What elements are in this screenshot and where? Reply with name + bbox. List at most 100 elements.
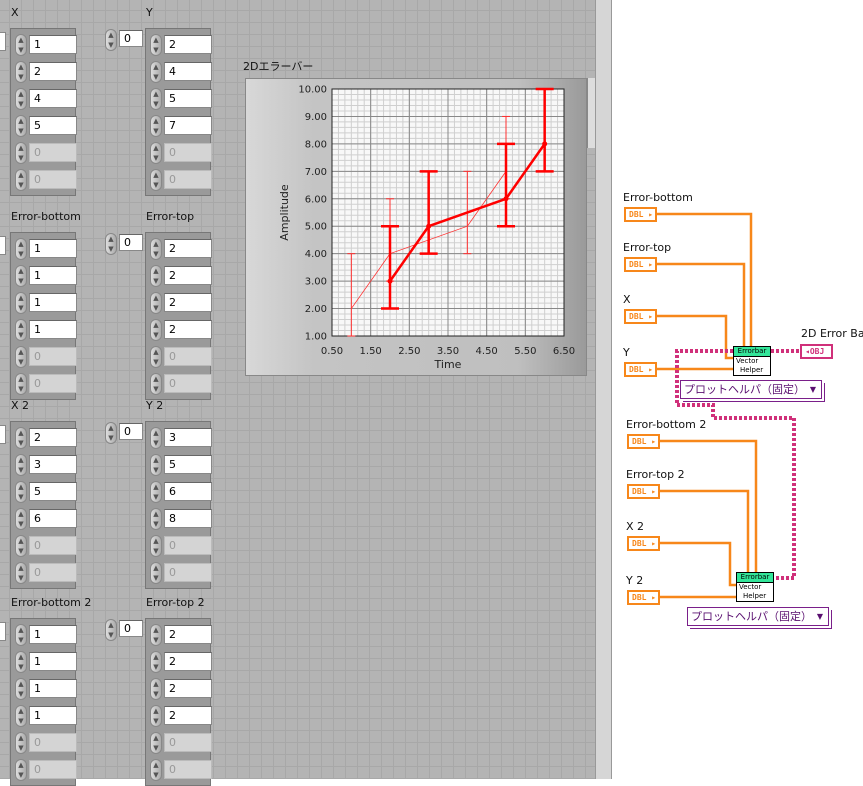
dbl-terminal[interactable]: DBL ▸ [624,362,657,377]
numeric-field[interactable]: 0 [164,733,212,752]
increment-decrement-icon[interactable]: ▲▼ [15,678,27,700]
increment-decrement-icon[interactable]: ▲▼ [150,562,162,584]
numeric-field[interactable]: 2 [164,35,212,54]
numeric-field[interactable]: 0 [29,563,77,582]
increment-decrement-icon[interactable]: ▲▼ [150,759,162,781]
obj-indicator-terminal[interactable]: ◂OBJ [800,344,833,359]
increment-decrement-icon[interactable]: ▲▼ [150,508,162,530]
numeric-field[interactable]: 2 [164,706,212,725]
panel-scrollbar[interactable] [587,78,595,148]
numeric-field[interactable]: 2 [164,293,212,312]
numeric-field[interactable]: 0 [29,143,77,162]
increment-decrement-icon[interactable]: ▲▼ [150,319,162,341]
increment-decrement-icon[interactable]: ▲▼ [15,562,27,584]
array-index-stub[interactable] [0,32,6,51]
index-field[interactable]: 0 [119,234,143,251]
array-index-control[interactable]: ▲▼0 [105,619,143,641]
numeric-field[interactable]: 1 [29,706,77,725]
numeric-field[interactable]: 7 [164,116,212,135]
array-index-stub[interactable] [0,236,6,255]
increment-decrement-icon[interactable]: ▲▼ [150,481,162,503]
increment-decrement-icon[interactable]: ▲▼ [15,265,27,287]
numeric-field[interactable]: 6 [164,482,212,501]
numeric-field[interactable]: 1 [29,320,77,339]
dbl-terminal[interactable]: DBL ▸ [627,434,660,449]
dbl-terminal[interactable]: DBL ▸ [627,590,660,605]
increment-decrement-icon[interactable]: ▲▼ [105,29,117,51]
increment-decrement-icon[interactable]: ▲▼ [15,346,27,368]
increment-decrement-icon[interactable]: ▲▼ [150,169,162,191]
increment-decrement-icon[interactable]: ▲▼ [15,88,27,110]
index-field[interactable]: 0 [119,423,143,440]
array-index-control[interactable]: ▲▼0 [105,233,143,255]
increment-decrement-icon[interactable]: ▲▼ [150,624,162,646]
numeric-field[interactable]: 0 [29,733,77,752]
increment-decrement-icon[interactable]: ▲▼ [15,319,27,341]
array-index-stub[interactable] [0,425,6,444]
numeric-field[interactable]: 1 [29,266,77,285]
increment-decrement-icon[interactable]: ▲▼ [15,759,27,781]
numeric-field[interactable]: 5 [164,455,212,474]
increment-decrement-icon[interactable]: ▲▼ [150,34,162,56]
plot-helper-ring[interactable]: プロットヘルパ（固定）▼ [687,607,829,626]
increment-decrement-icon[interactable]: ▲▼ [15,651,27,673]
increment-decrement-icon[interactable]: ▲▼ [15,427,27,449]
numeric-field[interactable]: 0 [164,143,212,162]
increment-decrement-icon[interactable]: ▲▼ [150,61,162,83]
dbl-terminal[interactable]: DBL ▸ [624,257,657,272]
numeric-field[interactable]: 3 [164,428,212,447]
increment-decrement-icon[interactable]: ▲▼ [15,115,27,137]
increment-decrement-icon[interactable]: ▲▼ [105,422,117,444]
increment-decrement-icon[interactable]: ▲▼ [15,705,27,727]
increment-decrement-icon[interactable]: ▲▼ [15,481,27,503]
numeric-field[interactable]: 2 [29,428,77,447]
numeric-field[interactable]: 0 [164,170,212,189]
increment-decrement-icon[interactable]: ▲▼ [15,61,27,83]
numeric-field[interactable]: 2 [164,239,212,258]
numeric-field[interactable]: 0 [29,760,77,779]
numeric-field[interactable]: 6 [29,509,77,528]
numeric-field[interactable]: 1 [29,625,77,644]
increment-decrement-icon[interactable]: ▲▼ [150,115,162,137]
numeric-field[interactable]: 5 [29,482,77,501]
numeric-field[interactable]: 0 [164,347,212,366]
increment-decrement-icon[interactable]: ▲▼ [15,535,27,557]
dbl-terminal[interactable]: DBL ▸ [627,536,660,551]
increment-decrement-icon[interactable]: ▲▼ [150,238,162,260]
numeric-field[interactable]: 5 [164,89,212,108]
increment-decrement-icon[interactable]: ▲▼ [150,265,162,287]
numeric-field[interactable]: 2 [164,652,212,671]
index-field[interactable]: 0 [119,30,143,47]
increment-decrement-icon[interactable]: ▲▼ [150,535,162,557]
numeric-field[interactable]: 4 [29,89,77,108]
numeric-field[interactable]: 4 [164,62,212,81]
numeric-field[interactable]: 5 [29,116,77,135]
increment-decrement-icon[interactable]: ▲▼ [150,346,162,368]
numeric-field[interactable]: 2 [29,62,77,81]
array-index-stub[interactable] [0,622,6,641]
increment-decrement-icon[interactable]: ▲▼ [150,373,162,395]
increment-decrement-icon[interactable]: ▲▼ [15,34,27,56]
array-index-control[interactable]: ▲▼0 [105,29,143,51]
numeric-field[interactable]: 3 [29,455,77,474]
index-field[interactable]: 0 [119,620,143,637]
increment-decrement-icon[interactable]: ▲▼ [150,142,162,164]
numeric-field[interactable]: 0 [29,347,77,366]
numeric-field[interactable]: 0 [164,536,212,555]
numeric-field[interactable]: 1 [29,239,77,258]
increment-decrement-icon[interactable]: ▲▼ [150,292,162,314]
numeric-field[interactable]: 2 [164,266,212,285]
numeric-field[interactable]: 0 [29,170,77,189]
increment-decrement-icon[interactable]: ▲▼ [15,292,27,314]
increment-decrement-icon[interactable]: ▲▼ [150,678,162,700]
numeric-field[interactable]: 0 [164,374,212,393]
increment-decrement-icon[interactable]: ▲▼ [15,373,27,395]
dbl-terminal[interactable]: DBL ▸ [624,207,657,222]
increment-decrement-icon[interactable]: ▲▼ [105,233,117,255]
increment-decrement-icon[interactable]: ▲▼ [15,238,27,260]
numeric-field[interactable]: 8 [164,509,212,528]
increment-decrement-icon[interactable]: ▲▼ [15,508,27,530]
dbl-terminal[interactable]: DBL ▸ [627,484,660,499]
